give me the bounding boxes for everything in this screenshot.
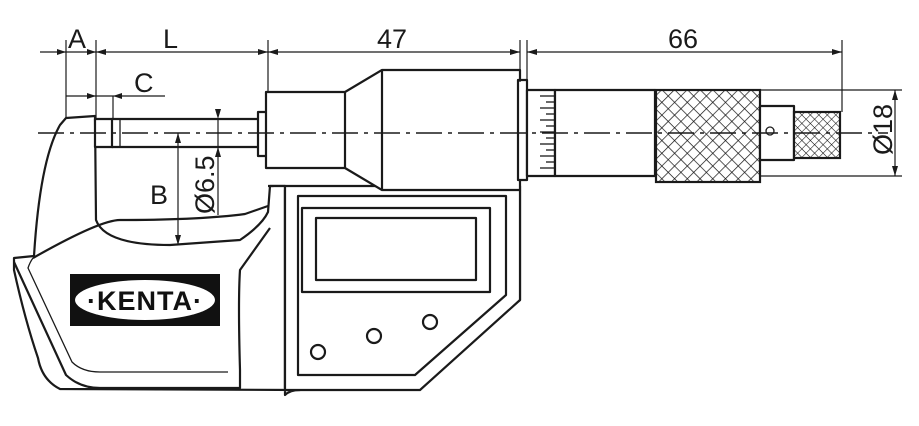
- dim-label-sleeve-length: 47: [377, 24, 407, 54]
- dim-label-thimble-length: 66: [668, 24, 698, 54]
- sleeve-collar: [516, 78, 529, 182]
- frame-bevel: [13, 227, 271, 390]
- dim-label-c: C: [134, 68, 154, 98]
- frame: [12, 114, 302, 397]
- logo-text: ·KENTA·: [87, 286, 203, 316]
- button-mode[interactable]: [421, 313, 439, 331]
- ratchet-screw: [765, 126, 775, 136]
- frame-inner-edge: [32, 204, 269, 259]
- sleeve: [264, 68, 529, 192]
- frame-bevel-inner: [27, 257, 228, 373]
- housing: [268, 184, 522, 392]
- button-on-off[interactable]: [309, 343, 327, 361]
- button-zero[interactable]: [365, 327, 383, 345]
- dim-label-thimble-diameter: Ø18: [868, 104, 898, 155]
- dim-label-a: A: [68, 24, 86, 54]
- lcd-screen: [314, 216, 478, 282]
- thimble: [525, 88, 842, 184]
- logo-ellipse: [75, 280, 215, 320]
- sleeve-outline: [264, 68, 522, 192]
- housing-bevel: [296, 194, 508, 377]
- brand-logo: ·KENTA·: [70, 274, 220, 326]
- ratchet-stop[interactable]: [792, 110, 842, 160]
- dim-label-spindle-diameter: Ø6.5: [190, 155, 220, 214]
- thimble-graduations: [540, 95, 555, 169]
- spindle: [110, 110, 272, 158]
- dim-label-l: L: [163, 24, 178, 54]
- dimension-lines: [40, 40, 902, 245]
- thimble-knurl[interactable]: [654, 88, 762, 184]
- dim-label-b: B: [150, 180, 168, 210]
